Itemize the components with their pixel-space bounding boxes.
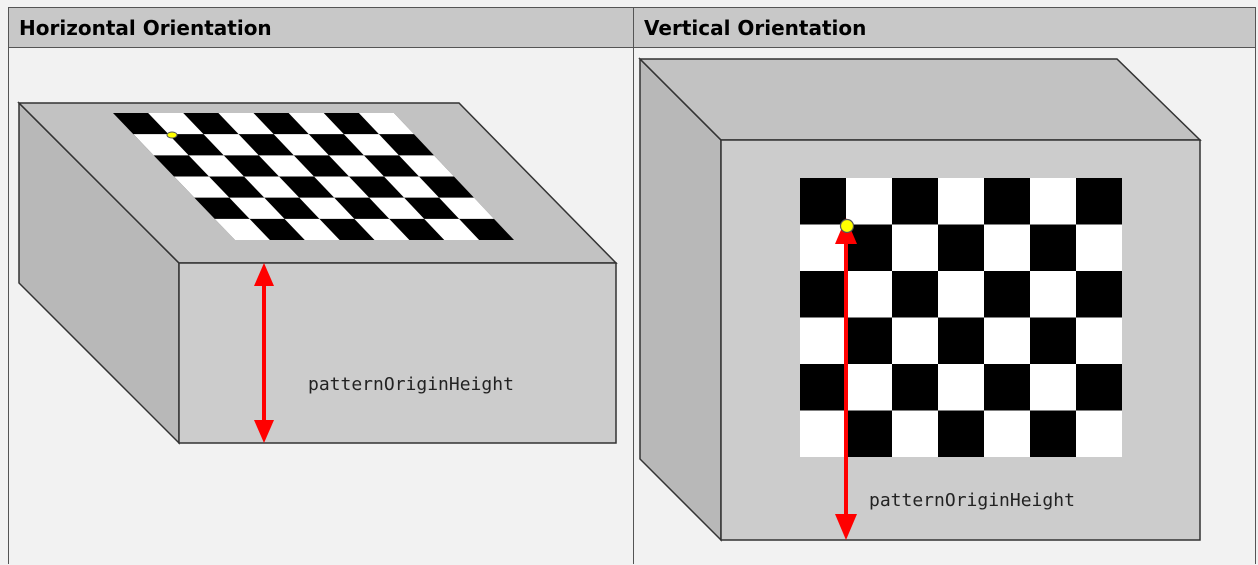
origin-marker: [839, 218, 855, 234]
checker-square-white: [343, 134, 399, 156]
checker-square-white: [1076, 317, 1122, 364]
checker-square-white: [174, 176, 230, 198]
checker-square-white: [984, 410, 1030, 457]
checkerboard-vertical: [800, 178, 1122, 457]
checker-square-white: [133, 134, 189, 156]
checker-square-white: [288, 113, 344, 135]
checker-square-white: [369, 197, 425, 219]
checker-square-white: [846, 178, 892, 225]
checker-square-white: [148, 113, 204, 135]
horizontal-diagram: patternOriginHeight: [17, 101, 618, 445]
checker-square-white: [938, 271, 984, 318]
checker-square-white: [188, 155, 244, 177]
box-front-face: [178, 262, 617, 444]
checker-square-white: [846, 271, 892, 318]
checker-square-white: [398, 155, 454, 177]
checker-square-white: [244, 176, 300, 198]
checker-square-white: [938, 364, 984, 411]
checker-square-white: [892, 317, 938, 364]
checker-square-white: [800, 224, 846, 271]
box-top-face: [638, 58, 1202, 141]
pattern-origin-height-label: patternOriginHeight: [308, 374, 514, 395]
checker-square-white: [1030, 364, 1076, 411]
checker-square-white: [354, 218, 410, 240]
checker-square-white: [214, 218, 270, 240]
origin-marker: [166, 131, 178, 139]
checker-square-white: [984, 317, 1030, 364]
checker-square-white: [800, 410, 846, 457]
checker-square-white: [229, 197, 285, 219]
checker-square-white: [384, 176, 440, 198]
checker-square-white: [938, 178, 984, 225]
checker-square-white: [299, 197, 355, 219]
checker-square-white: [1076, 410, 1122, 457]
checker-square-white: [846, 364, 892, 411]
checker-square-white: [218, 113, 274, 135]
pattern-origin-height-label: patternOriginHeight: [869, 490, 1075, 511]
checker-square-white: [1030, 178, 1076, 225]
vertical-diagram-cell: patternOriginHeight: [634, 48, 1255, 564]
checker-square-white: [800, 317, 846, 364]
checker-square-white: [1030, 271, 1076, 318]
checker-square-white: [1076, 224, 1122, 271]
checker-square-white: [439, 197, 494, 219]
header-horizontal: Horizontal Orientation: [9, 8, 634, 48]
box-side-face: [639, 57, 722, 542]
header-horizontal-label: Horizontal Orientation: [19, 16, 272, 40]
horizontal-diagram-cell: patternOriginHeight: [9, 48, 634, 564]
checker-square-white: [273, 134, 329, 156]
checker-square-white: [284, 218, 340, 240]
header-vertical: Vertical Orientation: [634, 8, 1255, 48]
checker-square-white: [328, 155, 384, 177]
vertical-diagram: patternOriginHeight: [638, 57, 1202, 542]
checker-square-white: [314, 176, 370, 198]
checker-square-white: [892, 410, 938, 457]
checker-square-white: [424, 218, 480, 240]
checker-square-white: [892, 224, 938, 271]
checker-square-white: [203, 134, 259, 156]
checker-square-white: [258, 155, 314, 177]
height-arrow: [254, 263, 274, 443]
orientation-table: Horizontal Orientation Vertical Orientat…: [8, 7, 1256, 564]
checker-square-white: [358, 113, 414, 135]
checker-square-white: [984, 224, 1030, 271]
header-vertical-label: Vertical Orientation: [644, 16, 867, 40]
checkerboard-horizontal: [113, 113, 514, 240]
